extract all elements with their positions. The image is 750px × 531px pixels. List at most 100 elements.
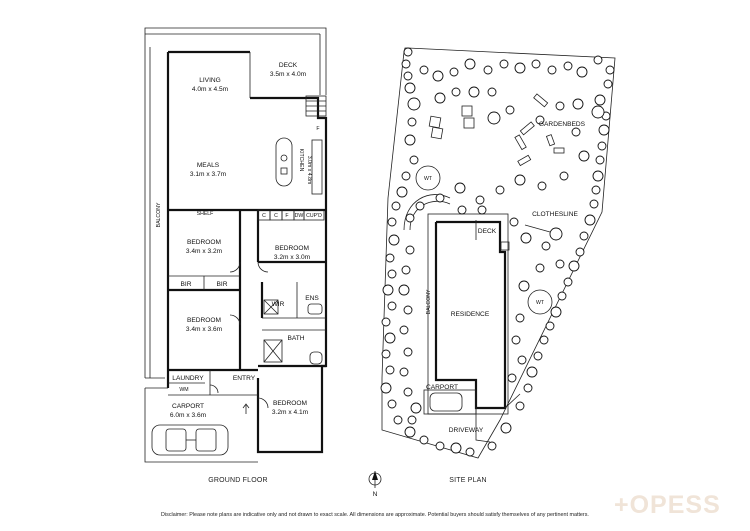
tree-icon	[568, 260, 580, 272]
tree-icon	[495, 185, 505, 195]
fridge-label-1: F	[316, 126, 319, 132]
carport-size: 6.0m x 3.6m	[170, 412, 207, 419]
tree-icon	[550, 306, 562, 318]
tree-icon	[415, 201, 425, 211]
tree-icon	[518, 280, 530, 292]
tree-icon	[387, 217, 397, 227]
gardenbeds-label: GARDENBEDS	[539, 121, 586, 128]
tree-icon	[547, 65, 557, 75]
tree-icon	[603, 79, 613, 89]
tree-icon	[520, 232, 532, 244]
bir2-label: BIR	[217, 281, 228, 288]
tree-icon	[387, 399, 397, 409]
tree-icon	[393, 415, 403, 425]
tree-icon	[410, 402, 422, 414]
meals-label: MEALS	[197, 162, 220, 169]
tree-icon	[404, 426, 416, 438]
tree-icon	[468, 86, 480, 98]
tree-icon	[403, 71, 413, 81]
deck-size: 3.5m x 4.0m	[270, 71, 307, 78]
tree-icon	[595, 155, 605, 165]
tree-icon	[535, 263, 545, 273]
tree-icon	[477, 205, 487, 215]
driveway-label: DRIVEWAY	[449, 427, 484, 434]
tree-icon	[475, 195, 485, 205]
water-tank-label-2: WT	[536, 300, 545, 306]
residence-label: RESIDENCE	[451, 311, 490, 318]
tree-icon	[465, 447, 475, 457]
bedroom1-size: 3.4m x 3.2m	[186, 248, 223, 255]
tree-icon	[382, 284, 394, 296]
tree-icon	[514, 174, 526, 186]
tree-icon	[409, 155, 419, 165]
tree-icon	[563, 61, 573, 71]
tree-icon	[591, 105, 605, 119]
tree-icon	[450, 442, 462, 454]
tree-icon	[487, 87, 497, 97]
tree-icon	[405, 213, 415, 223]
tree-icon	[381, 349, 391, 359]
bedroom2-size: 3.2m x 3.0m	[274, 254, 311, 261]
tree-icon	[396, 186, 408, 198]
site-car-icon	[429, 392, 463, 412]
tree-icon	[403, 347, 413, 357]
site-trees	[380, 47, 615, 457]
tree-icon	[399, 367, 409, 377]
balcony-label: BALCONY	[156, 202, 162, 227]
cupboard-label-3: CUP'D	[306, 213, 322, 219]
site-plan	[380, 47, 616, 459]
tree-icon	[500, 422, 512, 434]
car-icon	[151, 424, 229, 456]
tree-icon	[403, 305, 413, 315]
tree-icon	[557, 291, 567, 301]
tree-icon	[434, 92, 446, 104]
tree-icon	[451, 87, 461, 97]
tree-icon	[555, 259, 565, 269]
cupboard-label-1: C	[262, 213, 266, 219]
tree-icon	[511, 335, 521, 345]
dishwasher-label: DW	[295, 213, 304, 219]
living-size: 4.0m x 4.5m	[192, 86, 229, 93]
tree-icon	[515, 313, 525, 323]
carport-label: CARPORT	[172, 403, 204, 410]
tree-icon	[571, 127, 581, 137]
tree-icon	[575, 247, 585, 257]
bath-label: BATH	[287, 335, 304, 342]
tree-icon	[381, 317, 391, 327]
tree-icon	[545, 321, 555, 331]
tree-icon	[385, 365, 395, 375]
tree-icon	[533, 351, 543, 361]
tree-icon	[487, 111, 501, 125]
tree-icon	[405, 245, 415, 255]
tree-icon	[531, 59, 541, 69]
watermark-logo: +OPESS	[614, 491, 721, 519]
tree-icon	[464, 58, 476, 70]
tree-icon	[487, 441, 497, 451]
tree-icon	[579, 231, 589, 241]
ground-floor-plan	[144, 27, 328, 463]
bir1-label: BIR	[181, 281, 192, 288]
entry-label: ENTRY	[233, 375, 256, 382]
bedroom2-label: BEDROOM	[275, 245, 309, 252]
tree-icon	[387, 301, 397, 311]
tree-icon	[535, 115, 545, 125]
tree-icon	[391, 201, 401, 211]
bedroom1-label: BEDROOM	[187, 239, 221, 246]
tree-icon	[457, 205, 467, 215]
tree-icon	[398, 284, 410, 296]
tree-icon	[505, 105, 515, 115]
tree-icon	[563, 277, 573, 287]
ground-floor-title: GROUND FLOOR	[208, 477, 268, 484]
tree-icon	[435, 441, 445, 451]
living-label: LIVING	[199, 77, 221, 84]
bedroom4-size: 3.2m x 4.1m	[272, 409, 309, 416]
tree-icon	[593, 55, 603, 65]
shelf-label: SHELF	[197, 211, 214, 217]
tree-icon	[385, 253, 395, 263]
tree-icon	[605, 65, 615, 75]
site-deck-label: DECK	[478, 228, 497, 235]
tree-icon	[555, 101, 565, 111]
laundry-label: LAUNDRY	[172, 375, 204, 382]
tree-icon	[407, 415, 417, 425]
